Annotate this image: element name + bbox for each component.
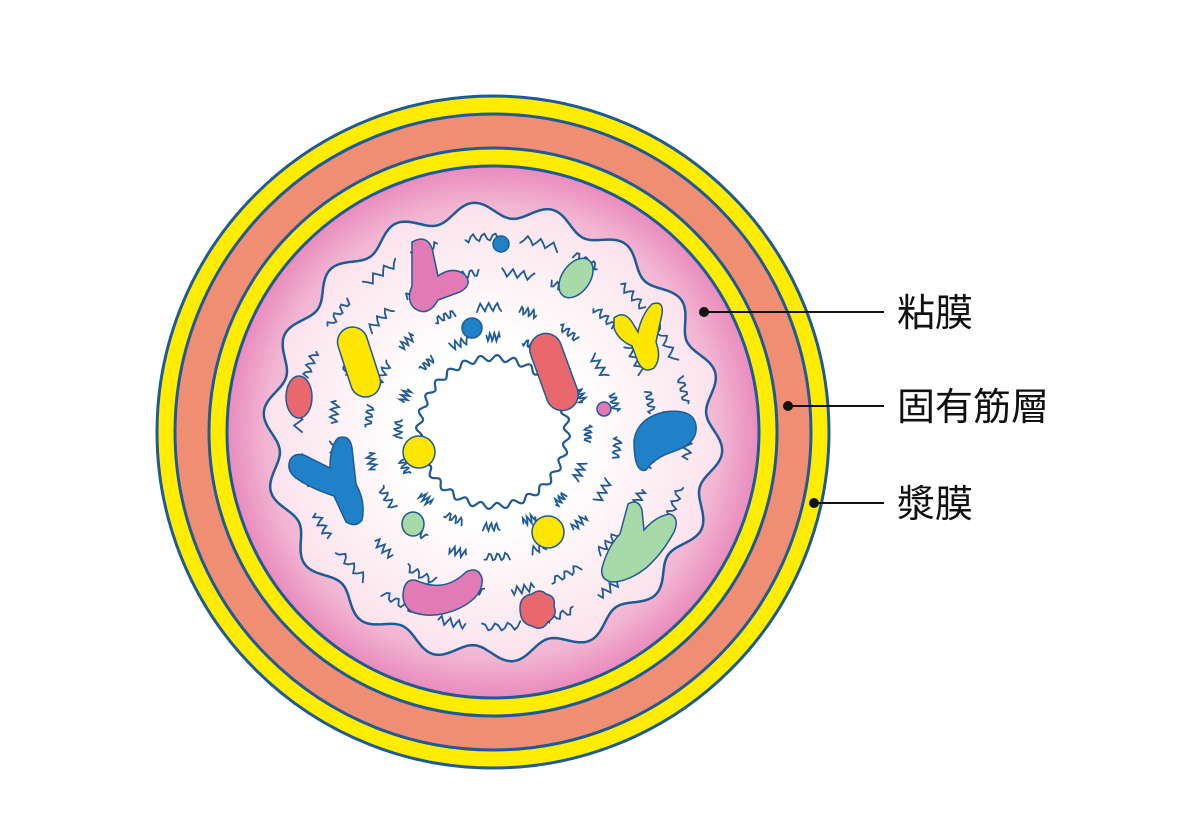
- fiber-squiggle: [311, 512, 333, 540]
- fiber-squiggle: [510, 581, 535, 597]
- red-diamond-cell: [519, 590, 556, 629]
- fiber-squiggle: [327, 399, 342, 424]
- mucosa-label: 粘膜: [897, 291, 973, 335]
- fiber-squiggle: [560, 323, 580, 342]
- green-v-cell: [600, 501, 677, 583]
- fiber-squiggle: [521, 511, 538, 528]
- pink-y-cell: [408, 238, 469, 313]
- fiber-squiggle: [396, 388, 415, 403]
- fiber-squiggle: [397, 457, 412, 475]
- fiber-squiggle: [551, 565, 583, 585]
- fiber-squiggle: [481, 620, 522, 632]
- fiber-squiggle: [518, 305, 538, 321]
- fiber-squiggle: [464, 232, 500, 244]
- fiber-squiggle: [592, 477, 613, 502]
- fiber-squiggle: [392, 419, 404, 440]
- fiber-squiggle: [374, 537, 394, 560]
- serosa-pointer: [809, 498, 884, 508]
- fiber-squiggle: [597, 533, 621, 557]
- yellow-round-cell-2: [531, 515, 565, 549]
- fiber-squiggle: [443, 511, 463, 527]
- fiber-squiggle: [541, 605, 574, 624]
- fiber-squiggle: [571, 462, 588, 483]
- fiber-squiggle: [407, 563, 438, 584]
- pink-dot-cell: [596, 401, 612, 417]
- fiber-squiggle: [677, 375, 690, 405]
- green-small-cell: [401, 511, 425, 537]
- red-capsule-cell: [529, 332, 579, 412]
- fiber-squiggle: [301, 350, 320, 379]
- fiber-squiggle: [435, 310, 457, 325]
- lumen: [414, 353, 572, 511]
- fiber-squiggle: [573, 387, 589, 404]
- fiber-squiggle: [363, 451, 379, 471]
- fiber-squiggle: [589, 352, 610, 377]
- fiber-squiggle: [485, 329, 501, 345]
- fiber-squiggle: [611, 436, 624, 459]
- fiber-squiggle: [448, 544, 467, 560]
- muscularis-label: 固有筋層: [897, 385, 1049, 429]
- fiber-squiggle: [437, 614, 467, 631]
- muscularis-pointer: [783, 401, 884, 411]
- fiber-squiggle: [643, 391, 656, 415]
- cells: [285, 235, 697, 629]
- fiber-squiggle: [361, 257, 397, 285]
- fiber-squiggle: [582, 424, 594, 443]
- fiber-squiggle: [476, 301, 503, 314]
- blue-y-cell: [288, 436, 364, 526]
- fiber-squiggle: [482, 520, 501, 534]
- green-oval-cell: [558, 257, 594, 299]
- fiber-squiggle: [569, 514, 590, 531]
- fiber-squiggle: [665, 487, 685, 521]
- fiber-squiggle: [334, 552, 365, 584]
- mucosa-pointer: [699, 307, 884, 317]
- pink-curved-cell: [402, 569, 483, 616]
- fiber-squiggle: [372, 359, 392, 384]
- blue-dot-cell: [492, 235, 510, 253]
- fiber-squiggle: [483, 551, 511, 562]
- fiber-squiggle: [368, 307, 395, 335]
- fiber-squiggle: [416, 491, 435, 507]
- fiber-squiggle: [620, 282, 647, 310]
- fiber-squiggle: [378, 484, 398, 509]
- fiber-squiggle: [398, 331, 415, 351]
- red-oval-cell: [285, 375, 313, 419]
- blue-dot-cell-2: [461, 317, 483, 339]
- fiber-squiggle: [592, 308, 616, 330]
- fiber-squiggle: [519, 234, 559, 253]
- yellow-round-cell: [402, 435, 436, 469]
- yellow-y-cell: [613, 302, 664, 371]
- yellow-capsule-cell: [336, 326, 382, 398]
- blue-blob-cell: [633, 410, 697, 472]
- fiber-squiggle: [501, 267, 536, 282]
- fiber-squiggle: [608, 392, 622, 412]
- fiber-squiggle: [448, 335, 469, 352]
- fiber-squiggle: [364, 404, 375, 428]
- fiber-squiggle: [326, 297, 351, 327]
- fiber-squiggle: [553, 491, 568, 508]
- fiber-squiggle: [418, 354, 435, 371]
- serosa-label: 漿膜: [897, 482, 973, 526]
